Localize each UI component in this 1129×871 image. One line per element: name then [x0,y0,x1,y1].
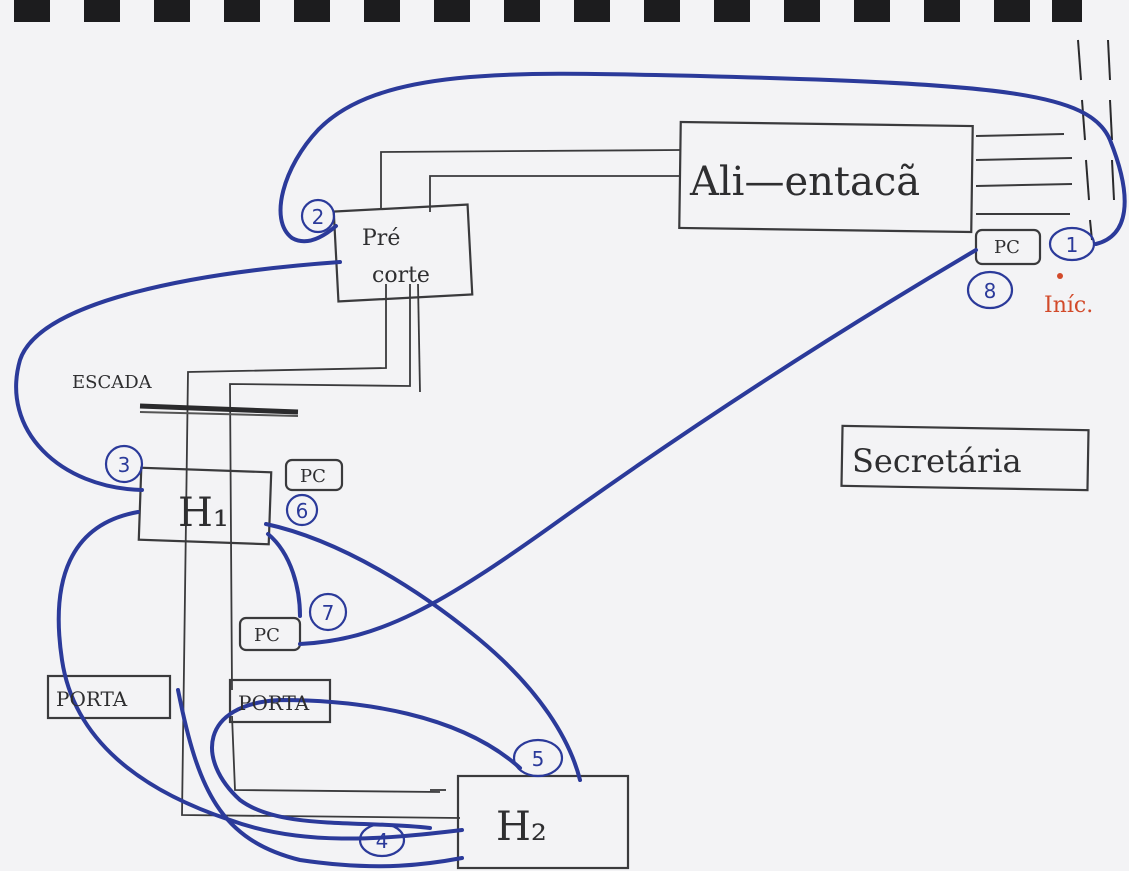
pre-corte-label-line2: corte [372,263,430,288]
point-5: 5 [512,738,564,778]
pre-corte-label-line1: Pré [362,226,400,251]
pre-corte-box [332,203,474,303]
pc-near-h1-box [284,458,344,492]
pc-middle-box [238,616,302,652]
point-7: 7 [308,592,348,632]
svg-text:3: 3 [118,453,131,477]
svg-text:5: 5 [532,747,545,771]
network-cables [14,71,1127,869]
porta-right-label: PORTA [238,691,310,715]
point-1: 1 [1048,226,1096,262]
h1-box [137,466,273,546]
alimentacao-box [678,120,974,234]
point-6: 6 [285,493,319,527]
pc-top-right-box [974,228,1042,266]
svg-text:6: 6 [296,499,309,523]
pc-near-h1-label: PC [300,466,326,487]
staircase-mark [139,403,299,417]
inicio-label: Iníc. [1044,293,1093,318]
svg-text:2: 2 [312,205,325,229]
secretaria-label: Secretária [852,442,1022,480]
svg-text:7: 7 [322,601,335,625]
point-3: 3 [104,444,144,484]
secretaria-box [840,424,1090,492]
pc-middle-label: PC [254,625,280,646]
alimentacao-label: Ali—entacã [689,159,920,205]
escada-label: ESCADA [72,372,153,393]
point-2: 2 [300,198,336,234]
start-dot [1057,273,1063,279]
svg-text:1: 1 [1066,233,1079,257]
porta-left-label: PORTA [56,687,128,711]
perforation-strip [14,0,1082,22]
pc-top-right-label: PC [994,237,1020,258]
point-4: 4 [358,822,406,858]
h1-label: H₁ [178,490,229,536]
svg-text:8: 8 [984,279,997,303]
point-8: 8 [966,270,1014,310]
alimentacao-desks [975,133,1073,215]
svg-text:4: 4 [376,829,389,853]
h2-label: H₂ [496,804,547,850]
porta-left-box [46,674,172,720]
